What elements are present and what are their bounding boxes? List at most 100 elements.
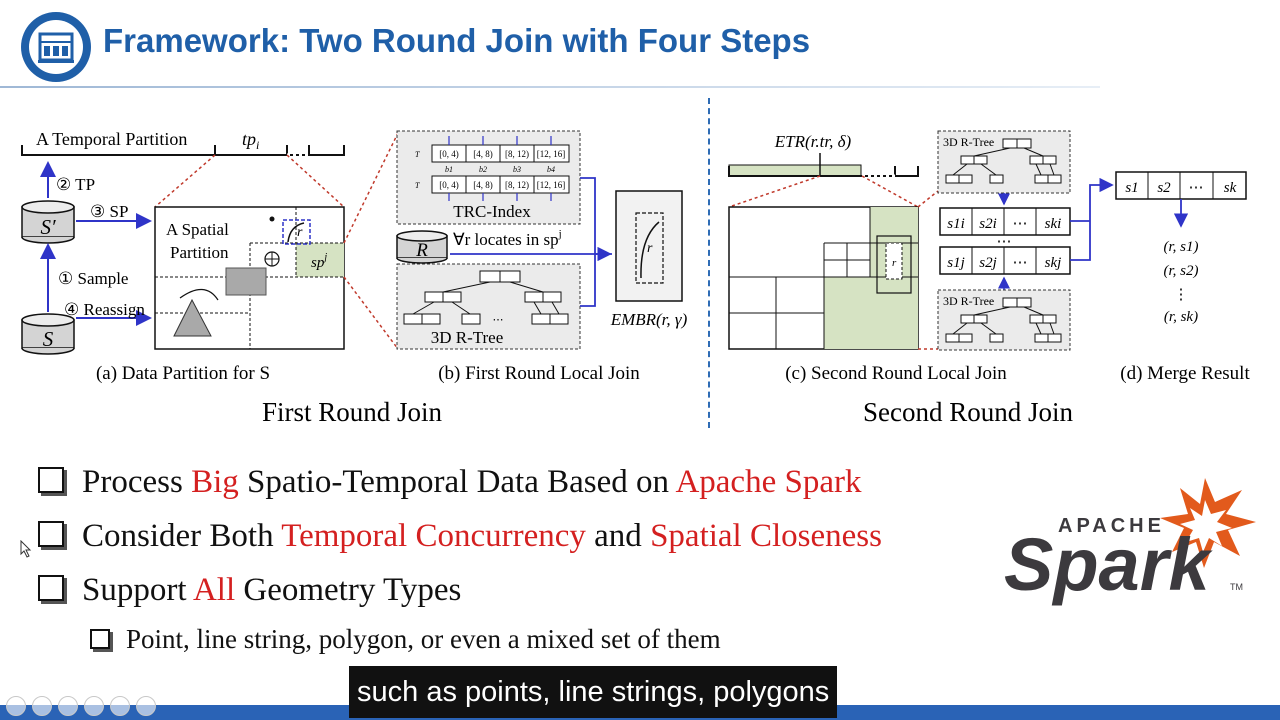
s-prime-database-icon: S′: [21, 200, 75, 244]
svg-text:ski: ski: [1045, 216, 1062, 232]
slides-grid-icon[interactable]: [84, 696, 104, 716]
etr-label: ETR(r.tr, δ): [774, 132, 852, 151]
svg-text:s1j: s1j: [947, 255, 965, 271]
svg-text:s2j: s2j: [979, 255, 997, 271]
zoom-icon[interactable]: [110, 696, 130, 716]
bullet-item-3: Support All Geometry Types: [38, 572, 461, 609]
apache-spark-logo: APACHE Spark TM: [1004, 478, 1256, 606]
slide-header: Framework: Two Round Join with Four Step…: [0, 0, 1280, 90]
prev-slide-icon[interactable]: [6, 696, 26, 716]
svg-text:skj: skj: [1045, 255, 1062, 271]
caption-d: (d) Merge Result: [1120, 363, 1250, 384]
svg-text:(r, sk): (r, sk): [1164, 309, 1198, 325]
bullet-item-2: Consider Both Temporal Concurrency and S…: [38, 518, 882, 555]
svg-text:b1: b1: [445, 165, 453, 174]
pen-icon[interactable]: [58, 696, 78, 716]
svg-text:r: r: [647, 241, 653, 256]
svg-text:s1: s1: [1125, 180, 1138, 196]
s-database-icon: S: [21, 313, 75, 355]
caption-c: (c) Second Round Local Join: [785, 363, 1007, 384]
svg-text:T: T: [415, 150, 420, 159]
forall-locates-label: ∀r locates in spj: [453, 228, 562, 249]
step-sp-label: ③ SP: [90, 202, 128, 221]
rtree-top-label: 3D R-Tree: [943, 135, 994, 149]
svg-text:b3: b3: [513, 165, 521, 174]
checkbox-bullet-icon: [38, 521, 64, 548]
spatial-partition-label-2: Partition: [170, 243, 229, 262]
panel-b-first-round-local-join: [0, 4) [4, 8) [8, 12) [12, 16] [0, 4) [4…: [396, 130, 688, 384]
svg-text:s2i: s2i: [979, 216, 997, 232]
svg-text:(r, s2): (r, s2): [1163, 263, 1198, 279]
svg-text:[0, 4): [0, 4): [439, 149, 459, 159]
next-slide-icon[interactable]: [32, 696, 52, 716]
panel-c-second-round-local-join: ETR(r.tr, δ) r 3D R-Tree: [728, 130, 1112, 384]
sp-j-label: spj: [311, 252, 327, 271]
checkbox-bullet-icon: [90, 628, 110, 649]
svg-text:r: r: [297, 225, 303, 240]
svg-text:⋯: ⋯: [1189, 180, 1204, 196]
svg-text:[8, 12): [8, 12): [505, 180, 529, 190]
svg-text:b2: b2: [479, 165, 487, 174]
rtree-icon-b: ⋯: [403, 270, 569, 326]
mouse-cursor-icon: [20, 540, 32, 558]
more-options-icon[interactable]: [136, 696, 156, 716]
round-divider: [708, 98, 710, 428]
svg-text:⋮: ⋮: [1174, 287, 1189, 303]
slide-title: Framework: Two Round Join with Four Step…: [103, 22, 811, 59]
r-database-icon: R: [396, 230, 448, 264]
svg-text:[12, 16]: [12, 16]: [537, 149, 566, 159]
svg-text:R: R: [415, 240, 428, 261]
player-controls: [6, 696, 156, 716]
caption-a: (a) Data Partition for S: [96, 363, 270, 384]
row-j-table: s1j s2j ⋯ skj: [939, 246, 1071, 275]
first-round-label: First Round Join: [262, 397, 443, 427]
video-subtitle: such as points, line strings, polygons: [349, 666, 838, 718]
logo-tm-text: TM: [1230, 582, 1243, 592]
svg-text:⋯: ⋯: [1013, 255, 1028, 271]
step-sample-label: ① Sample: [58, 269, 128, 288]
temporal-partition-label: A Temporal Partition: [36, 129, 187, 149]
svg-text:⋯: ⋯: [1013, 216, 1028, 232]
rows-dots: ⋯: [997, 234, 1012, 250]
checkbox-bullet-icon: [38, 575, 64, 602]
bullet-item-1: Process Big Spatio-Temporal Data Based o…: [38, 464, 861, 501]
logo-apache-text: APACHE: [1058, 515, 1165, 537]
svg-text:T: T: [415, 181, 420, 190]
svg-text:[12, 16]: [12, 16]: [537, 180, 566, 190]
svg-text:s1i: s1i: [947, 216, 965, 232]
panel-d-merge-result: s1 s2 ⋯ sk (r, s1) (r, s2) ⋮ (r, sk) (d)…: [1115, 171, 1250, 384]
trc-index-label: TRC-Index: [453, 202, 531, 221]
svg-text:S′: S′: [40, 215, 56, 239]
svg-text:sk: sk: [1224, 180, 1237, 196]
svg-text:[0, 4): [0, 4): [439, 180, 459, 190]
rtree-icon-c-bottom: [945, 297, 1062, 343]
rtree-bottom-label: 3D R-Tree: [943, 294, 994, 308]
tp-label: tpi: [242, 129, 259, 152]
step-tp-label: ② TP: [56, 175, 95, 194]
sub-bullet-item: Point, line string, polygon, or even a m…: [90, 624, 721, 655]
svg-text:⋯: ⋯: [493, 314, 504, 326]
panel-a-data-partition: A Temporal Partition tpi S′ S ② TP ③ SP …: [21, 129, 399, 384]
svg-text:(r, s1): (r, s1): [1163, 239, 1198, 255]
svg-text:[8, 12): [8, 12): [505, 149, 529, 159]
svg-text:S: S: [43, 327, 54, 351]
framework-diagram: A Temporal Partition tpi S′ S ② TP ③ SP …: [21, 129, 1250, 427]
svg-text:[4, 8): [4, 8): [473, 149, 493, 159]
step-reassign-label: ④ Reassign: [64, 300, 145, 319]
spatial-partition-label-1: A Spatial: [166, 220, 229, 239]
rtree-label-b: 3D R-Tree: [431, 328, 504, 347]
trc-index-table: [0, 4) [4, 8) [8, 12) [12, 16] [0, 4) [4…: [415, 136, 570, 201]
row-i-table: s1i s2i ⋯ ski: [939, 207, 1071, 236]
logo-spark-text: Spark: [1004, 523, 1214, 606]
embr-label: EMBR(r, γ): [610, 310, 688, 329]
svg-text:b4: b4: [547, 165, 555, 174]
checkbox-bullet-icon: [38, 467, 64, 494]
slide-logo-icon: [21, 12, 91, 82]
svg-text:r: r: [892, 257, 897, 269]
svg-text:[4, 8): [4, 8): [473, 180, 493, 190]
svg-text:s2: s2: [1157, 180, 1171, 196]
caption-b: (b) First Round Local Join: [438, 363, 640, 384]
title-underline: [0, 86, 1100, 88]
second-round-label: Second Round Join: [863, 397, 1074, 427]
rtree-icon-c-top: [945, 138, 1062, 184]
